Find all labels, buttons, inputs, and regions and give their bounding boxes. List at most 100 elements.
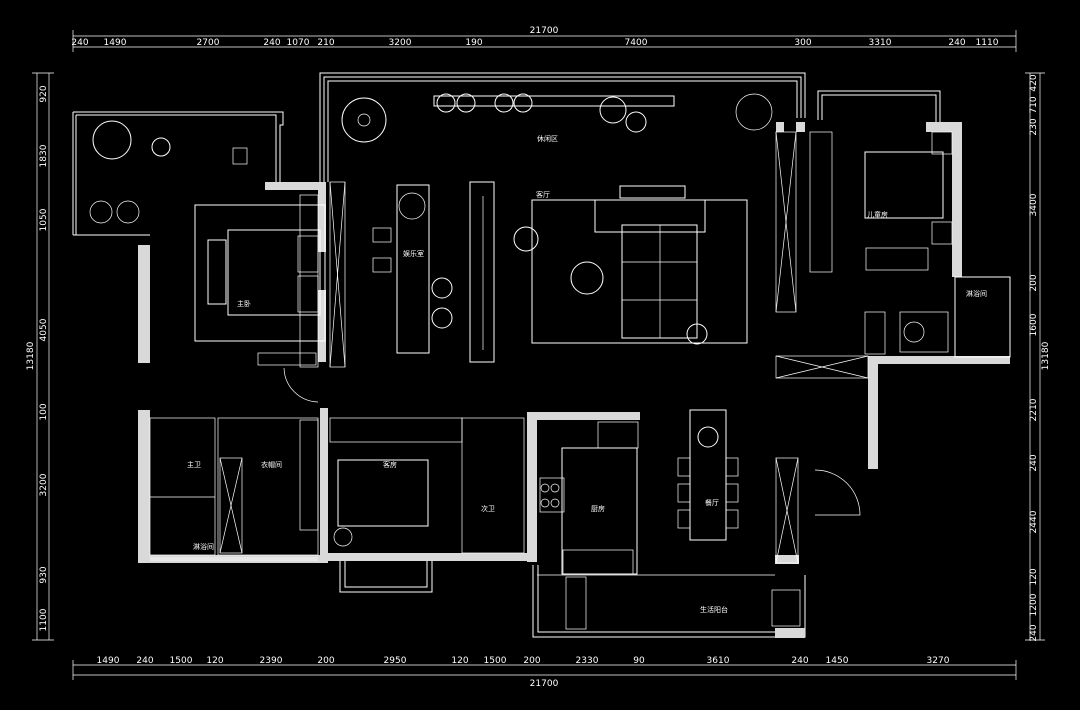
dim-total-right: 13180	[1041, 341, 1051, 370]
dim-bottom-2: 240	[136, 656, 153, 666]
leisure-chair	[599, 96, 627, 124]
dim-top-8: 190	[465, 38, 482, 48]
dim-total-top: 21700	[530, 26, 559, 36]
dim-bottom-16: 3270	[927, 656, 950, 666]
dim-bottom-8: 120	[451, 656, 468, 666]
dim-right-6: 1600	[1029, 313, 1039, 336]
side-table-round	[513, 226, 539, 252]
label-dining: 餐厅	[705, 498, 719, 507]
dim-left-5: 100	[39, 403, 49, 420]
dim-bottom-7: 2950	[384, 656, 407, 666]
dim-top-1: 240	[71, 38, 88, 48]
bar-stool-2	[372, 257, 392, 273]
label-kids-room: 儿童房	[867, 210, 888, 219]
label-shower-right: 淋浴间	[966, 289, 987, 298]
chair-1	[431, 277, 453, 299]
solid-walls	[138, 122, 1010, 638]
outer-walls	[72, 72, 941, 638]
dim-bottom-14: 240	[791, 656, 808, 666]
label-master-bedroom: 主卧	[237, 299, 251, 308]
dim-right-1: 420	[1029, 74, 1039, 91]
dim-right-8: 240	[1029, 454, 1039, 471]
dim-left-8: 1100	[39, 608, 49, 631]
toilet	[903, 321, 925, 343]
furniture	[89, 93, 925, 547]
dining-accent	[697, 426, 719, 448]
dim-bottom-15: 1450	[826, 656, 849, 666]
label-laundry-balcony: 生活阳台	[700, 605, 728, 614]
dim-bottom-10: 200	[523, 656, 540, 666]
master-door-arc	[283, 367, 319, 403]
plant-2	[398, 192, 426, 220]
dim-bottom-13: 3610	[707, 656, 730, 666]
side-table-small	[686, 323, 708, 345]
stove-1	[540, 483, 550, 493]
label-entertainment: 娱乐室	[403, 249, 424, 258]
dim-right-10: 120	[1029, 568, 1039, 585]
dim-top-2: 1490	[104, 38, 127, 48]
dim-left-3: 1050	[39, 208, 49, 231]
interior-lines	[149, 95, 1011, 630]
label-shower-left: 淋浴间	[193, 542, 214, 551]
stove-3	[540, 498, 550, 508]
plant-3	[89, 200, 113, 224]
chair-2	[431, 307, 453, 329]
dim-bottom-4: 120	[206, 656, 223, 666]
dining-chair-6	[725, 509, 739, 529]
dim-total-bottom: 21700	[530, 679, 559, 689]
dim-left-2: 1830	[39, 144, 49, 167]
entry-door-arc	[814, 469, 861, 516]
dim-top-13: 1110	[976, 38, 999, 48]
plant-1	[735, 93, 773, 131]
label-living: 客厅	[536, 190, 550, 199]
pouf-3	[494, 93, 514, 113]
dim-left-4: 4050	[39, 318, 49, 341]
dim-right-7: 2210	[1029, 398, 1039, 421]
dim-top-7: 3200	[389, 38, 412, 48]
dim-top-11: 3310	[869, 38, 892, 48]
dim-right-11: 1200	[1029, 593, 1039, 616]
dim-left-6: 3200	[39, 473, 49, 496]
dim-right-9: 2440	[1029, 510, 1039, 533]
dim-top-6: 210	[317, 38, 334, 48]
round-rug-guest	[333, 527, 353, 547]
dim-bottom-11: 2330	[576, 656, 599, 666]
dim-right-5: 200	[1029, 274, 1039, 291]
dim-bottom-9: 1500	[484, 656, 507, 666]
balcony-table	[151, 137, 171, 157]
dim-right-2: 710	[1029, 96, 1039, 113]
pouf-4	[513, 93, 533, 113]
dim-top-3: 2700	[197, 38, 220, 48]
label-kitchen: 厨房	[591, 504, 605, 513]
dim-total-left: 13180	[26, 341, 36, 370]
bar-stool-1	[372, 227, 392, 243]
label-walk-in-closet: 衣帽间	[261, 460, 282, 469]
pouf-2	[456, 93, 476, 113]
dim-left-7: 930	[39, 566, 49, 583]
label-leisure: 休闲区	[537, 134, 558, 143]
dim-bottom-5: 2390	[260, 656, 283, 666]
dining-chair-4	[725, 457, 739, 477]
leisure-table	[625, 111, 647, 133]
dim-bottom-3: 1500	[170, 656, 193, 666]
dim-top-12: 240	[948, 38, 965, 48]
label-guest-room: 客房	[383, 460, 397, 469]
dim-right-3: 230	[1029, 118, 1039, 135]
dining-chair-5	[725, 483, 739, 503]
dim-top-9: 7400	[625, 38, 648, 48]
dim-bottom-12: 90	[633, 656, 645, 666]
dim-right-4: 3400	[1029, 193, 1039, 216]
dining-chair-1	[677, 457, 691, 477]
dim-top-5: 1070	[287, 38, 310, 48]
dim-bottom-1: 1490	[97, 656, 120, 666]
stove-4	[550, 498, 560, 508]
dim-bottom-6: 200	[317, 656, 334, 666]
dim-top-10: 300	[794, 38, 811, 48]
plant-4	[116, 200, 140, 224]
dim-left-1: 920	[39, 85, 49, 102]
label-second-bath: 次卫	[481, 504, 495, 513]
dining-chair-3	[677, 509, 691, 529]
pouf-1	[436, 93, 456, 113]
label-master-bath: 主卫	[187, 460, 201, 469]
